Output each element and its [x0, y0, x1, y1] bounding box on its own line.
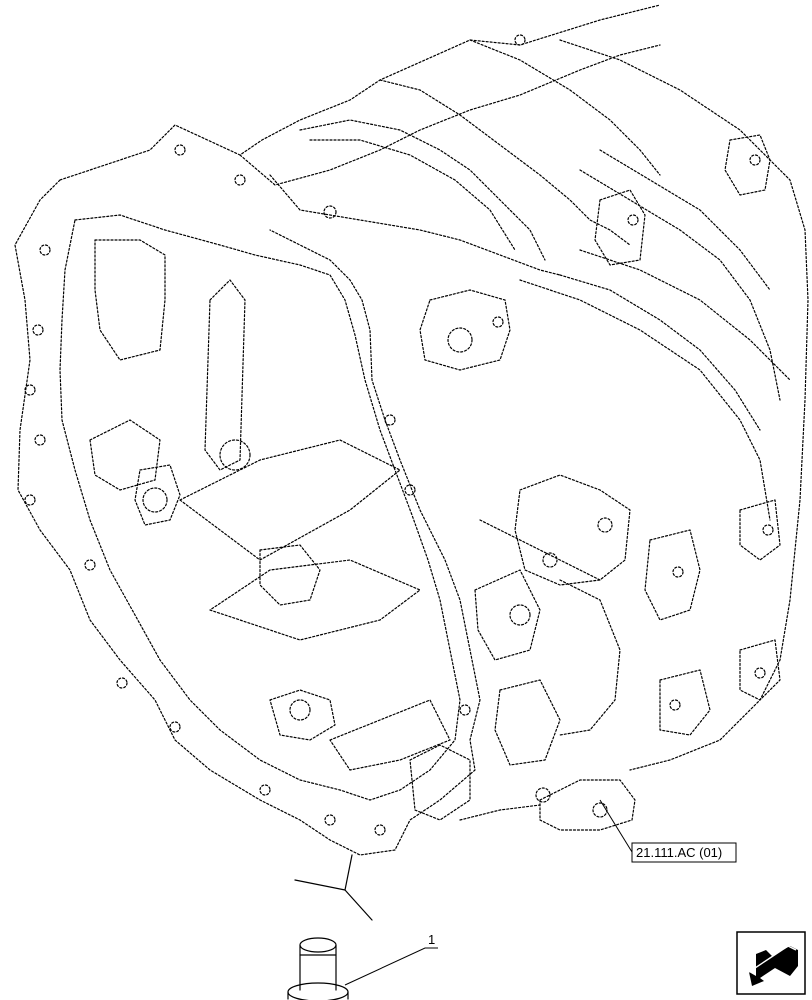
plug-part-1	[287, 937, 349, 1000]
transmission-housing	[14, 4, 809, 856]
arrow-down-left-icon[interactable]	[736, 931, 806, 995]
callout-number-1: 1	[428, 932, 435, 947]
reference-callout: 21.111.AC (01)	[599, 799, 737, 863]
reference-code-label: 21.111.AC (01)	[636, 845, 722, 860]
callout-item-1: 1	[344, 932, 438, 986]
install-location-marker	[294, 854, 373, 921]
